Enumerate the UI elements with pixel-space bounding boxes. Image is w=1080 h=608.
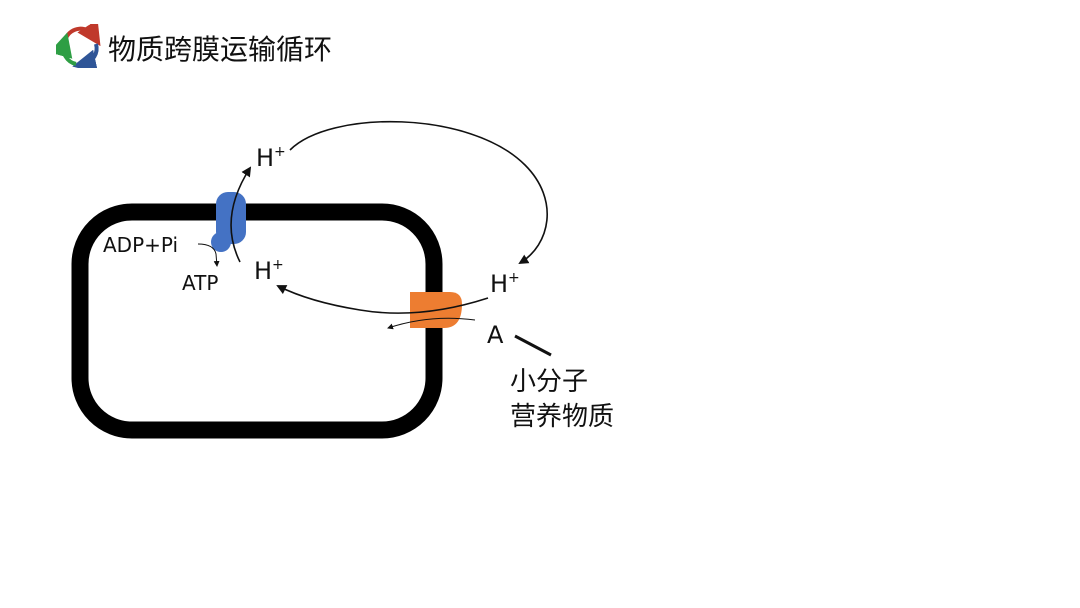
proton-label-inside: H+ <box>254 257 284 285</box>
substance-a-label: A <box>487 321 504 349</box>
proton-label-outside-right: H+ <box>490 270 520 298</box>
atp-synthase <box>211 192 246 252</box>
page-title: 物质跨膜运输循环 <box>108 33 333 66</box>
atp-label: ATP <box>182 271 218 295</box>
adp-label: ADP+Pi <box>103 233 178 257</box>
cycle-arrows-icon <box>56 24 101 68</box>
proton-cycle-arrow <box>289 120 548 265</box>
note-line-1: 小分子 <box>510 367 588 397</box>
proton-label-outside-top: H+ <box>256 144 286 172</box>
proton-efflux-arrow <box>230 166 252 263</box>
adp-to-atp-arrow <box>197 243 220 267</box>
label-pointer-line <box>514 334 552 357</box>
note-line-2: 营养物质 <box>510 402 614 432</box>
substance-influx-arrow <box>387 317 476 330</box>
proton-influx-arrow <box>276 285 489 314</box>
